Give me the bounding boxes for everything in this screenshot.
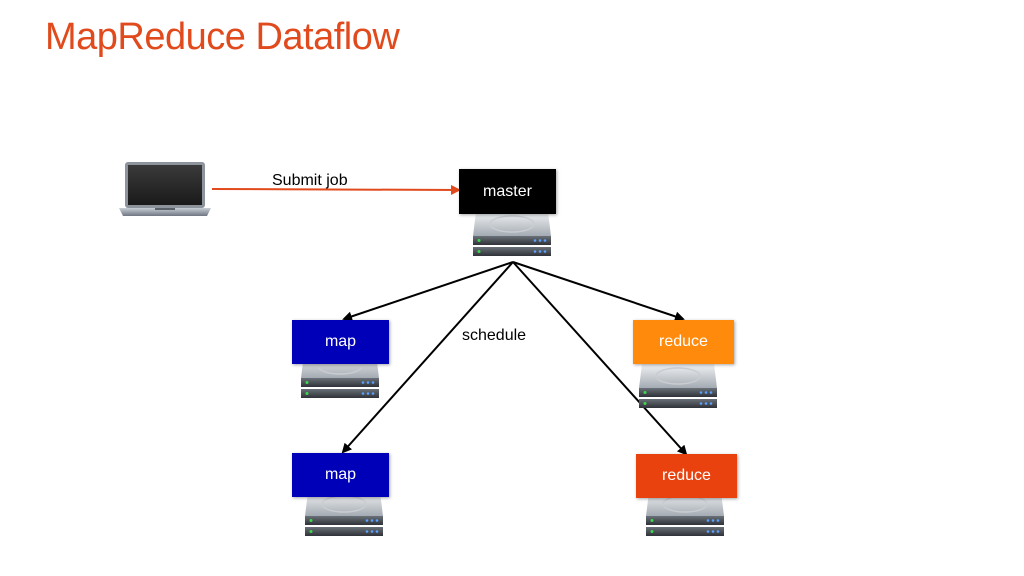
server-icon	[305, 491, 383, 537]
server-icon	[473, 211, 551, 257]
reduce-node-2: reduce	[636, 454, 737, 498]
schedule-arrow-map-1	[342, 261, 514, 322]
master-node: master	[459, 169, 556, 214]
laptop-icon	[119, 162, 211, 216]
schedule-arrow-reduce-2	[512, 261, 688, 456]
schedule-arrow-reduce-1	[512, 261, 685, 322]
schedule-label: schedule	[462, 327, 527, 344]
submit-job-label: Submit job	[272, 172, 348, 189]
map-node-2: map	[292, 453, 389, 497]
submit-job-arrow	[211, 184, 461, 195]
map-node-1: map	[292, 320, 389, 364]
page-title: MapReduce Dataflow	[45, 16, 400, 58]
reduce-node-1: reduce	[633, 320, 734, 364]
server-icon	[639, 363, 717, 409]
schedule-arrow-map-2	[341, 261, 514, 454]
